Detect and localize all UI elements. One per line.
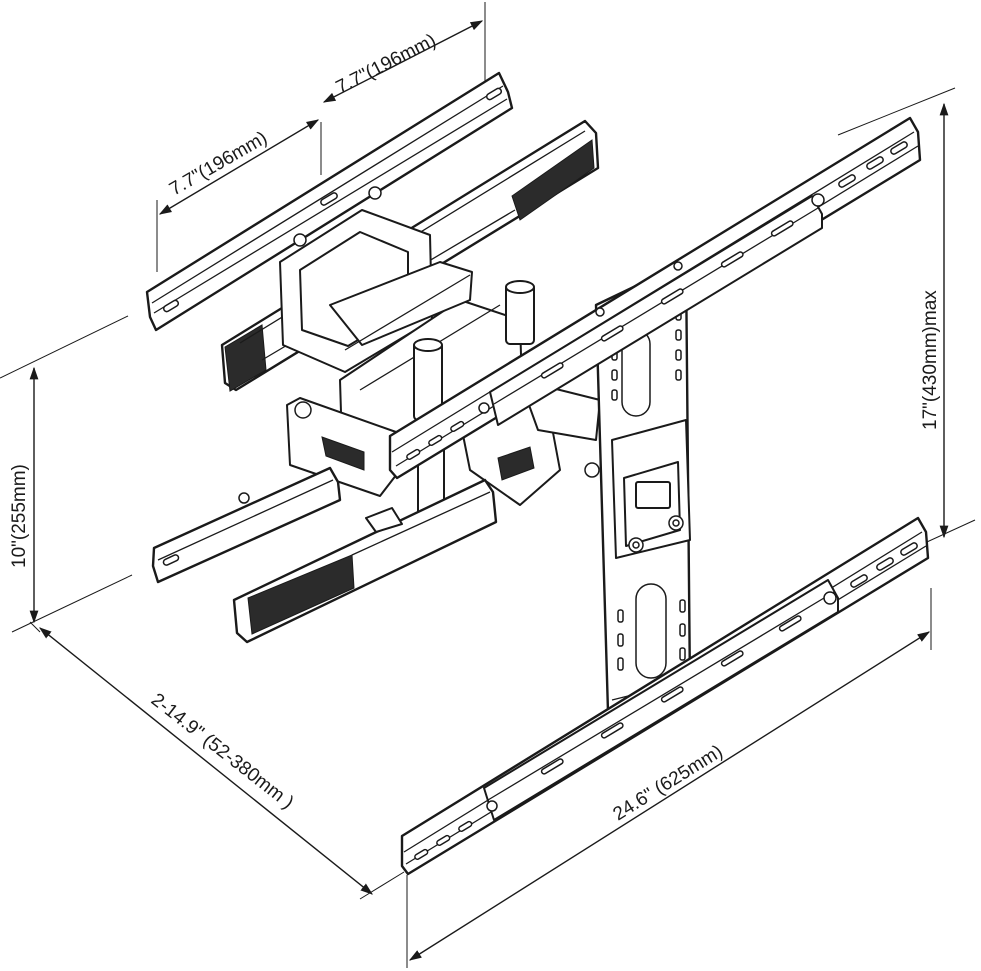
dim-extension-depth: 2-14.9" (52-380mm ) (147, 689, 298, 813)
dim-left-height: 10"(255mm) (9, 464, 30, 568)
wall-plate-lower-rail (151, 466, 342, 584)
upper-rail-slots (406, 141, 908, 460)
arm-assembly (279, 209, 601, 519)
tv-upper-rail (388, 116, 922, 480)
plate-bracket (584, 419, 691, 559)
plate-holes (611, 309, 686, 671)
dim-right-height: 17"(430mm)max (920, 290, 941, 430)
dim-top-right-width: 7.7"(196mm) (333, 30, 440, 98)
mount-illustration (145, 71, 930, 876)
dim-rail-width: 24.6" (625mm) (610, 741, 727, 825)
tv-lower-rail (400, 516, 930, 876)
pivot-cylinder-right (505, 280, 535, 345)
wall-plate-upper-rail (145, 71, 514, 332)
bottom-grip-bar (232, 478, 498, 644)
dim-top-left-width: 7.7"(196mm) (166, 128, 271, 201)
vertical-wall-plate (584, 260, 692, 714)
lower-rail-slots (414, 542, 918, 860)
